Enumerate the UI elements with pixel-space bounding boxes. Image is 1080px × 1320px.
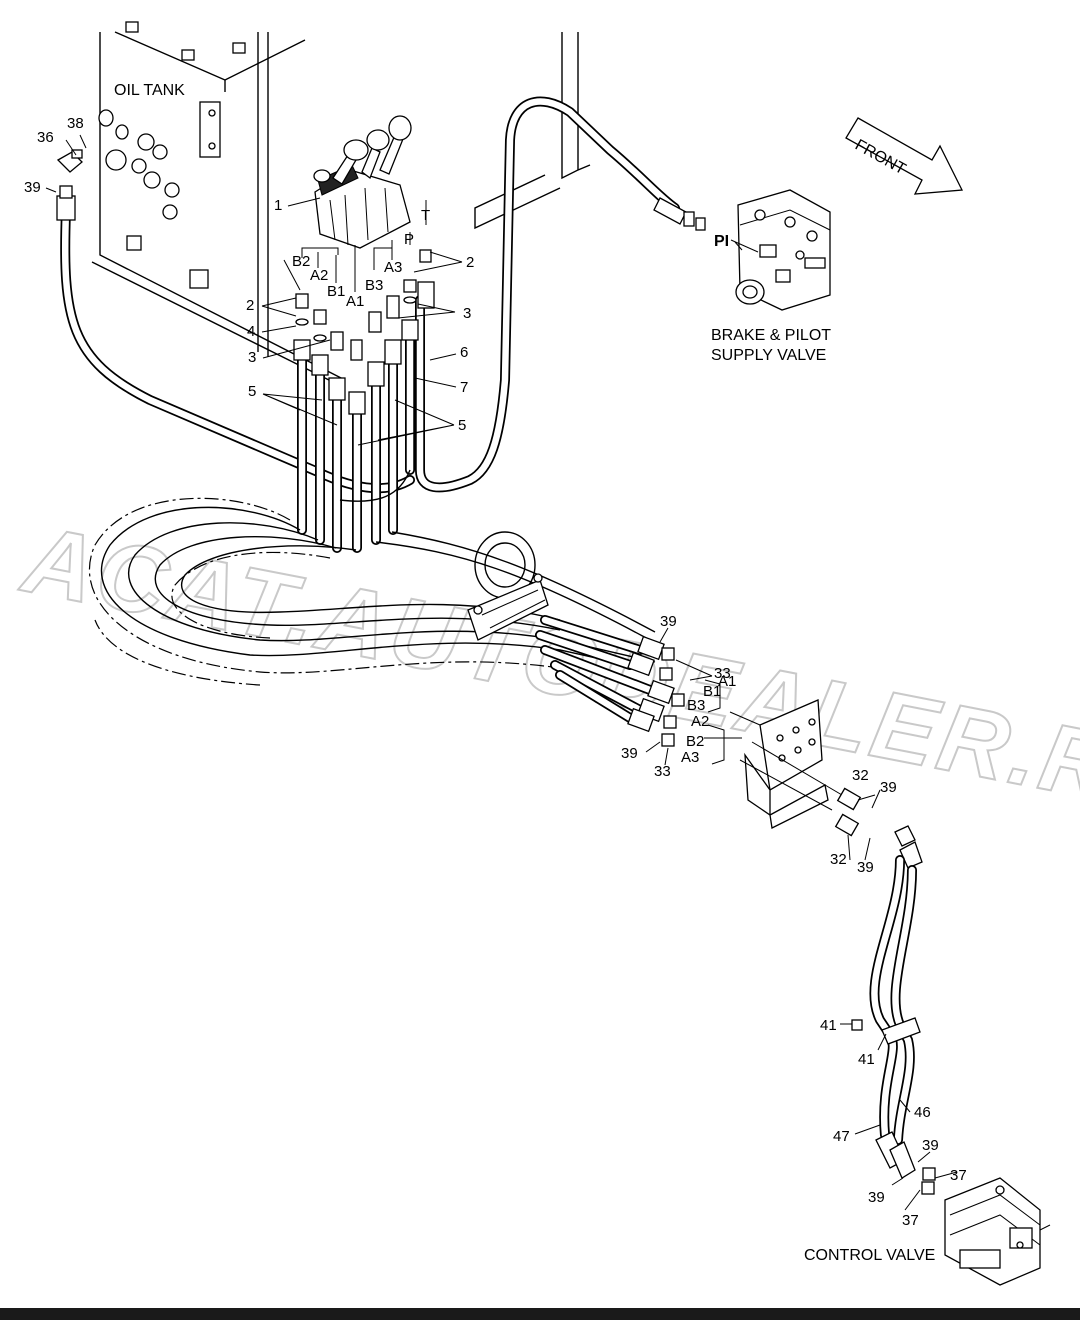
callout-37: 37 — [950, 1167, 967, 1184]
callout-6: 6 — [460, 344, 468, 361]
hose-bundle-loop — [89, 469, 656, 686]
callout-32: 32 — [830, 851, 847, 868]
bracket-label-a1: A1 — [718, 673, 736, 690]
mount-bracket — [729, 699, 843, 829]
tank-ports — [98, 109, 180, 220]
port-label-t: T — [421, 207, 430, 224]
bracket-label-a2: A2 — [691, 713, 709, 730]
pilot-levers — [313, 115, 412, 185]
port-label-a2: A2 — [310, 267, 328, 284]
pilot-control-valve — [301, 115, 427, 292]
bracket-label-a3: A3 — [681, 749, 699, 766]
bracket-hose-ends — [535, 615, 725, 765]
callout-46: 46 — [914, 1104, 931, 1121]
machine-frame — [474, 32, 591, 230]
callout-47: 47 — [833, 1128, 850, 1145]
port-labels-top: B2 A2 B1 A1 B3 A3 P T — [292, 207, 430, 310]
bracket-label-b2: B2 — [686, 733, 704, 750]
pi-port-label: PI — [714, 233, 729, 250]
callout-33: 33 — [714, 665, 731, 682]
adapter-fittings — [293, 249, 435, 415]
callout-39: 39 — [621, 745, 638, 762]
brake-valve-label-line1: BRAKE & PILOT — [711, 327, 831, 344]
callout-5: 5 — [458, 417, 466, 434]
main-control-valve — [944, 1177, 1051, 1286]
callout-39: 39 — [857, 859, 874, 876]
port-label-b1: B1 — [327, 283, 345, 300]
callout-41: 41 — [820, 1017, 837, 1034]
callout-2: 2 — [466, 254, 474, 271]
port-label-a1: A1 — [346, 293, 364, 310]
callout-5: 5 — [248, 383, 256, 400]
callout-4: 4 — [247, 323, 255, 340]
bracket-label-b3: B3 — [687, 697, 705, 714]
brake-valve-label-line2: SUPPLY VALVE — [711, 347, 826, 364]
control-valve-label: CONTROL VALVE — [804, 1247, 935, 1264]
callout-39: 39 — [660, 613, 677, 630]
bracket-label-b1: B1 — [703, 683, 721, 700]
oil-tank — [91, 21, 346, 389]
callout-7: 7 — [460, 379, 468, 396]
callout-1: 1 — [274, 197, 282, 214]
callout-39: 39 — [880, 779, 897, 796]
component-labels: OIL TANK BRAKE & PILOT SUPPLY VALVE CONT… — [114, 82, 935, 1264]
callout-33: 33 — [654, 763, 671, 780]
callout-39: 39 — [922, 1137, 939, 1154]
port-label-p: P — [404, 231, 414, 248]
leader-lines — [45, 134, 958, 1211]
callout-38: 38 — [67, 115, 84, 132]
pilot-hoses — [297, 330, 415, 553]
pilot-supply-hose — [415, 96, 706, 493]
part-callouts: 36 38 39 1 2 4 3 5 2 3 6 7 5 39 33 39 33… — [24, 115, 967, 1229]
brake-pilot-supply-valve — [730, 189, 831, 311]
callout-3: 3 — [248, 349, 256, 366]
control-valve-hoses — [834, 787, 936, 1195]
footer-bar — [0, 1308, 1080, 1320]
port-label-b2: B2 — [292, 253, 310, 270]
callout-37: 37 — [902, 1212, 919, 1229]
port-labels-bracket: A1 B1 B3 A2 B2 A3 — [681, 673, 736, 766]
port-label-b3: B3 — [365, 277, 383, 294]
hose-clamp — [467, 531, 549, 641]
callout-3: 3 — [463, 305, 471, 322]
oil-tank-label: OIL TANK — [114, 82, 185, 99]
callout-39: 39 — [24, 179, 41, 196]
callout-2: 2 — [246, 297, 254, 314]
callout-41: 41 — [858, 1051, 875, 1068]
callout-32: 32 — [852, 767, 869, 784]
front-direction-arrow[interactable]: FRONT — [845, 117, 964, 195]
watermark-text: ACAT.AUTODEALER.RU — [14, 505, 1080, 836]
callout-36: 36 — [37, 129, 54, 146]
callout-39: 39 — [868, 1189, 885, 1206]
port-label-a3: A3 — [384, 259, 402, 276]
